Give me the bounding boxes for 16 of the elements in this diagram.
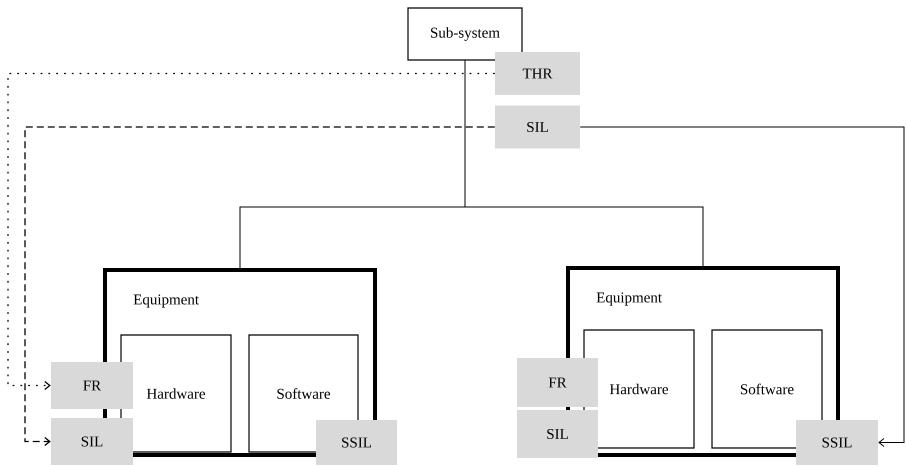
connector	[580, 126, 904, 447]
component-box: Hardware	[583, 329, 695, 449]
tag-box: THR	[495, 52, 580, 95]
subsystem-box: Sub-system	[407, 7, 523, 61]
tag-box: SIL	[51, 418, 133, 465]
tag-box: SIL	[517, 410, 598, 458]
component-box: Hardware	[120, 334, 232, 453]
tag-box: FR	[51, 362, 133, 409]
component-box: Software	[711, 329, 823, 449]
tag-box: SSIL	[796, 420, 878, 465]
connector	[7, 72, 495, 390]
tag-box: SIL	[495, 106, 580, 148]
tag-box: FR	[517, 358, 598, 407]
connector	[464, 60, 704, 266]
tag-box: SSIL	[316, 420, 397, 465]
connector	[24, 126, 495, 446]
